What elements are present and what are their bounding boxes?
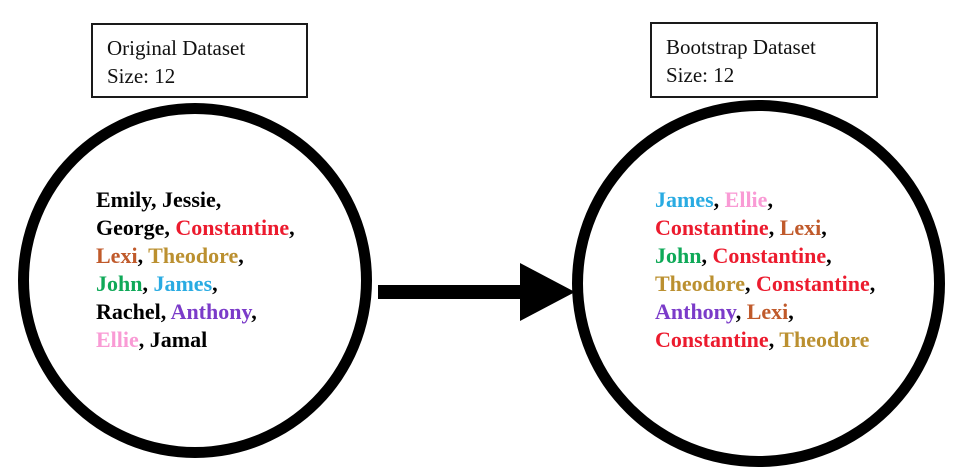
separator: , — [215, 187, 222, 212]
separator: , — [869, 271, 876, 296]
name-token: Constantine — [175, 215, 290, 240]
name-token: Constantine — [712, 243, 827, 268]
separator: , — [137, 243, 149, 268]
name-token: Lexi — [746, 299, 789, 324]
name-line: James, Ellie, — [655, 186, 875, 214]
separator: , — [821, 215, 827, 240]
name-line: Ellie, Jamal — [96, 326, 295, 354]
separator: , — [251, 299, 257, 324]
separator: , — [138, 327, 150, 352]
separator: , — [713, 187, 725, 212]
name-token: Lexi — [779, 215, 822, 240]
separator: , — [768, 327, 780, 352]
bootstrap-dataset-names: James, Ellie,Constantine, Lexi,John, Con… — [655, 186, 875, 354]
name-token: Ellie — [724, 187, 768, 212]
name-token: Jessie — [162, 187, 216, 212]
separator: , — [289, 215, 295, 240]
name-token: Constantine — [655, 327, 769, 352]
original-dataset-circle — [18, 103, 372, 458]
name-line: Emily, Jessie, — [96, 186, 295, 214]
name-line: Anthony, Lexi, — [655, 298, 875, 326]
name-token: Anthony — [170, 299, 252, 324]
name-line: Rachel, Anthony, — [96, 298, 295, 326]
original-dataset-title: Original Dataset — [107, 36, 246, 60]
name-token: John — [96, 271, 143, 296]
separator: , — [142, 271, 154, 296]
name-line: Lexi, Theodore, — [96, 242, 295, 270]
separator: , — [151, 187, 163, 212]
name-token: John — [655, 243, 702, 268]
separator: , — [701, 243, 713, 268]
separator: , — [212, 271, 218, 296]
separator: , — [745, 271, 757, 296]
separator: , — [164, 215, 176, 240]
original-dataset-names: Emily, Jessie,George, Constantine,Lexi, … — [96, 186, 295, 354]
bootstrap-dataset-size: Size: 12 — [666, 63, 735, 87]
separator: , — [160, 299, 171, 324]
bootstrap-dataset-label-box: Bootstrap Dataset Size: 12 — [650, 22, 878, 98]
separator: , — [788, 299, 794, 324]
name-line: Theodore, Constantine, — [655, 270, 875, 298]
name-token: Lexi — [96, 243, 138, 268]
name-line: Constantine, Theodore — [655, 326, 875, 354]
name-token: Theodore — [779, 327, 870, 352]
original-dataset-label-box: Original Dataset Size: 12 — [91, 23, 308, 98]
name-token: Jamal — [149, 327, 208, 352]
name-token: James — [153, 271, 213, 296]
arrow-shaft — [378, 285, 524, 299]
name-token: Theodore — [655, 271, 746, 296]
name-token: Ellie — [96, 327, 139, 352]
name-line: John, James, — [96, 270, 295, 298]
name-token: Emily — [96, 187, 152, 212]
arrow-right-icon — [520, 263, 575, 321]
name-token: George — [96, 215, 165, 240]
separator: , — [238, 243, 244, 268]
name-token: Constantine — [655, 215, 769, 240]
name-line: George, Constantine, — [96, 214, 295, 242]
name-token: Constantine — [756, 271, 870, 296]
name-token: Anthony — [655, 299, 736, 324]
name-token: Theodore — [148, 243, 239, 268]
separator: , — [767, 187, 773, 212]
bootstrap-dataset-circle — [572, 100, 945, 467]
separator: , — [826, 243, 832, 268]
separator: , — [768, 215, 780, 240]
original-dataset-size: Size: 12 — [107, 64, 176, 88]
name-token: Rachel — [96, 299, 161, 324]
name-line: Constantine, Lexi, — [655, 214, 875, 242]
name-token: James — [655, 187, 714, 212]
name-line: John, Constantine, — [655, 242, 875, 270]
separator: , — [735, 299, 747, 324]
bootstrap-dataset-title: Bootstrap Dataset — [666, 35, 816, 59]
